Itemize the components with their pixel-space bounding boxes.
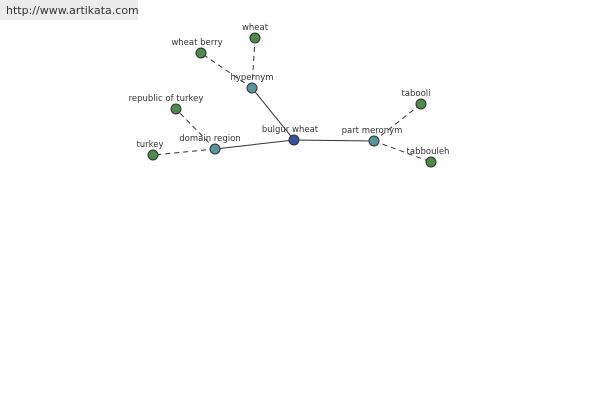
url-banner: http://www.artikata.com (0, 0, 139, 20)
edge-meronym-tabooli (373, 103, 422, 142)
node-republic-of-turkey[interactable] (170, 103, 182, 115)
label-wheat-berry[interactable]: wheat berry (171, 38, 222, 48)
label-domain-region[interactable]: domain region (179, 134, 240, 144)
node-tabbouleh[interactable] (425, 156, 437, 168)
label-center[interactable]: bulgur wheat (262, 125, 319, 135)
node-wheat[interactable] (249, 32, 261, 44)
edge-center-part-meronym (293, 139, 375, 142)
edge-center-domain-region (214, 139, 295, 150)
edge-meronym-tabbouleh (373, 140, 432, 163)
node-center[interactable] (288, 134, 300, 146)
label-republic-of-turkey[interactable]: republic of turkey (129, 94, 204, 104)
label-tabbouleh[interactable]: tabbouleh (407, 147, 450, 157)
label-tabooli[interactable]: tabooli (401, 89, 430, 99)
node-tabooli[interactable] (415, 98, 427, 110)
edge-domain-republic-of-turkey (175, 108, 216, 150)
node-hypernym[interactable] (246, 82, 258, 94)
label-part-meronym[interactable]: part meronym (342, 126, 403, 136)
label-turkey[interactable]: turkey (136, 140, 163, 150)
label-hypernym[interactable]: hypernym (230, 73, 273, 83)
edge-center-hypernym (251, 87, 295, 141)
edge-hypernym-wheat-berry (200, 52, 253, 89)
label-wheat[interactable]: wheat (242, 23, 269, 33)
node-wheat-berry[interactable] (195, 47, 207, 59)
node-turkey[interactable] (147, 149, 159, 161)
edge-domain-turkey (152, 148, 216, 156)
node-domain-region[interactable] (209, 143, 221, 155)
node-part-meronym[interactable] (368, 135, 380, 147)
site-url[interactable]: http://www.artikata.com (6, 4, 139, 17)
